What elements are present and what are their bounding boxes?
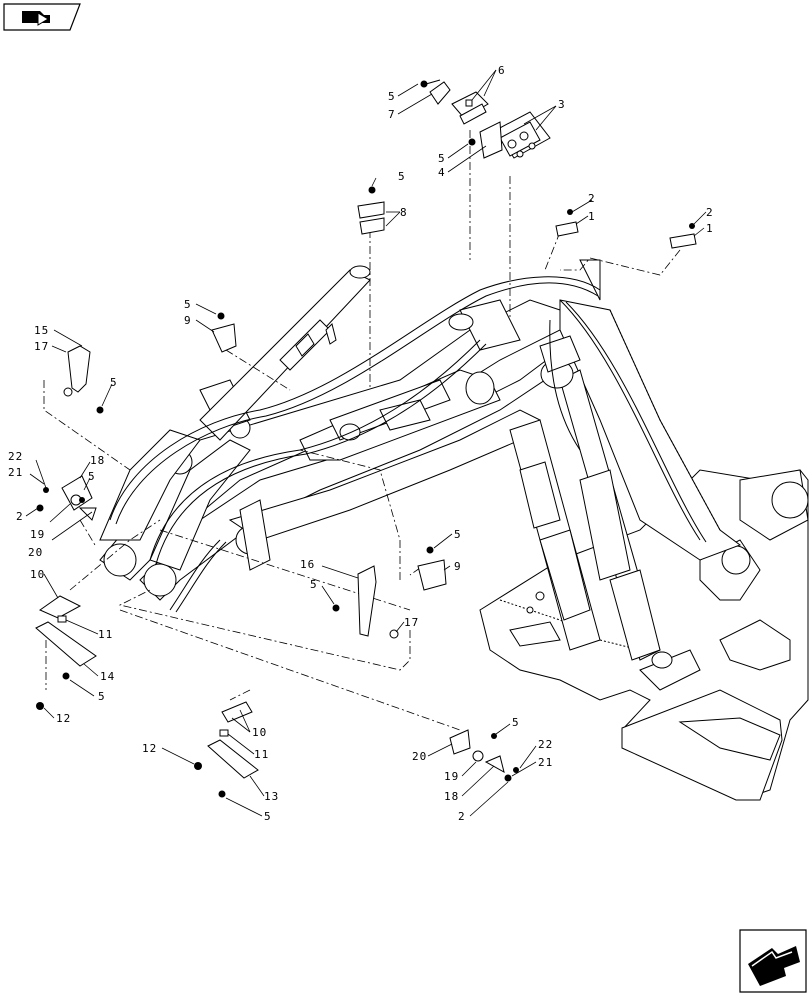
callout-8: 8 (400, 206, 408, 219)
callout-17: 17 (34, 340, 49, 353)
clip-15 (63, 345, 104, 414)
callout-6: 6 (498, 64, 506, 77)
callout-10: 10 (252, 726, 267, 739)
callout-15: 15 (34, 324, 49, 337)
callout-5: 5 (512, 716, 520, 729)
callout-5: 5 (264, 810, 272, 823)
callout-1: 1 (588, 210, 596, 223)
clamp-block-3 (495, 111, 551, 159)
callout-22: 22 (8, 450, 23, 463)
callout-5: 5 (310, 578, 318, 591)
callout-13: 13 (264, 790, 279, 803)
book-arrow-icon (22, 11, 50, 26)
callout-22: 22 (538, 738, 553, 751)
callout-11: 11 (98, 628, 113, 641)
clip-16 (332, 565, 399, 639)
callout-3: 3 (558, 98, 566, 111)
bracket-8 (357, 186, 385, 235)
hardware-parts (35, 79, 697, 798)
callout-16: 16 (300, 558, 315, 571)
callout-labels: 6 5 7 3 5 4 5 8 2 1 2 1 5 9 15 17 5 22 2… (8, 64, 714, 823)
callout-5: 5 (398, 170, 406, 183)
callout-19: 19 (444, 770, 459, 783)
callout-2: 2 (588, 192, 596, 205)
callout-5: 5 (98, 690, 106, 703)
callout-17: 17 (404, 616, 419, 629)
callout-4: 4 (438, 166, 446, 179)
boom-cylinder-middle (299, 369, 501, 461)
leader-lines (25, 69, 707, 817)
callout-5: 5 (110, 376, 118, 389)
callout-5: 5 (438, 152, 446, 165)
nav-next-tab[interactable] (739, 929, 807, 993)
plate-4 (479, 121, 503, 159)
bracket-9-upper (211, 312, 237, 353)
callout-2: 2 (16, 510, 24, 523)
callout-18: 18 (444, 790, 459, 803)
callout-12: 12 (142, 742, 157, 755)
callout-21: 21 (538, 756, 553, 769)
callout-19: 19 (30, 528, 45, 541)
callout-2: 2 (458, 810, 466, 823)
callout-12: 12 (56, 712, 71, 725)
guard-14-left (35, 595, 97, 710)
callout-1: 1 (706, 222, 714, 235)
arrow-icon (748, 946, 800, 986)
callout-7: 7 (388, 108, 396, 121)
callout-18: 18 (90, 454, 105, 467)
callout-5: 5 (184, 298, 192, 311)
bracket-1-b (669, 223, 697, 249)
assembly-lines (43, 130, 681, 731)
callout-2: 2 (706, 206, 714, 219)
callout-5: 5 (454, 528, 462, 541)
plate-7 (429, 81, 451, 105)
callout-5: 5 (88, 470, 96, 483)
callout-9: 9 (454, 560, 462, 573)
callout-5: 5 (388, 90, 396, 103)
guard-13-center (194, 701, 259, 798)
callout-21: 21 (8, 466, 23, 479)
callout-10: 10 (30, 568, 45, 581)
hydraulic-hoses (109, 276, 707, 613)
callout-14: 14 (100, 670, 115, 683)
lift-cylinders (448, 299, 673, 669)
callout-9: 9 (184, 314, 192, 327)
clamp-right-18 (449, 729, 519, 782)
bolt-top-left (420, 79, 441, 88)
nav-back-tab[interactable] (3, 3, 81, 31)
clamp-left-18 (36, 475, 97, 521)
callout-11: 11 (254, 748, 269, 761)
clamp-6 (451, 91, 489, 125)
bracket-9-lower (417, 546, 447, 591)
callout-20: 20 (28, 546, 43, 559)
bracket-1-a (555, 209, 579, 237)
callout-20: 20 (412, 750, 427, 763)
